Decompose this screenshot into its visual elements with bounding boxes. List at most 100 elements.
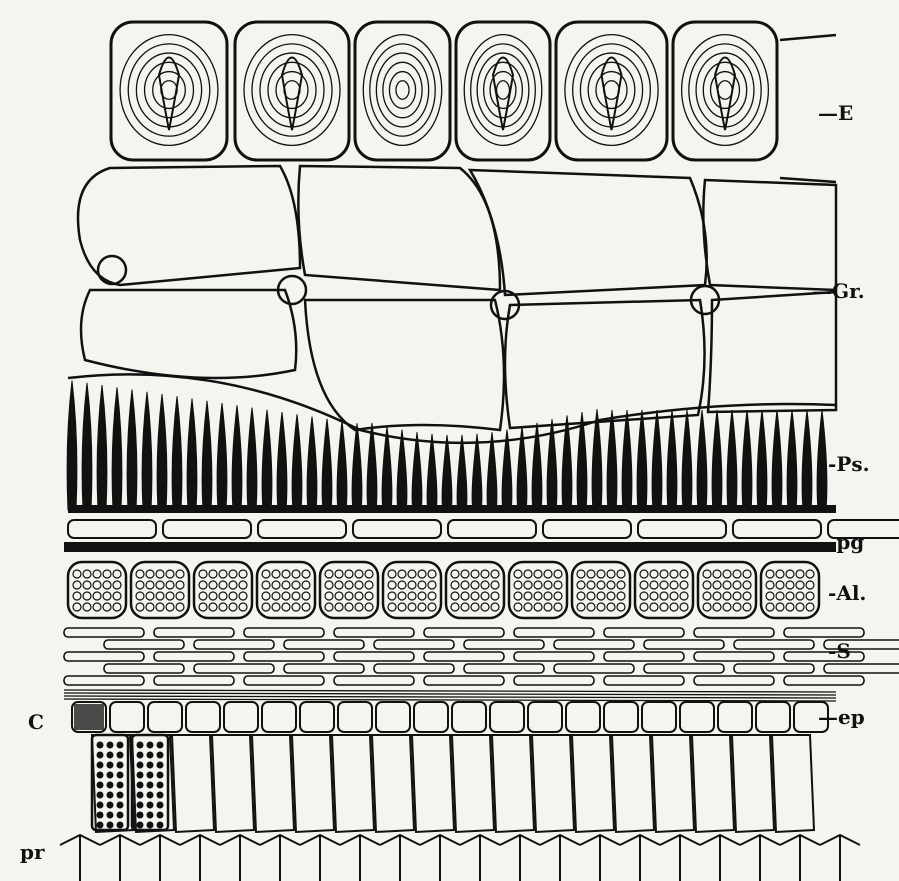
aleurone-grain [93,603,101,611]
pigment-cell [543,520,631,538]
aleurone-grain [514,570,522,578]
aleurone-grain [617,592,625,600]
palisade-cell [622,410,632,510]
label-Al: -Al. [828,581,866,605]
aleurone-grain [229,570,237,578]
compressed-cell [374,664,454,673]
pigment-cell [68,520,156,538]
cotyledon-grain [107,822,114,829]
aleurone-grain [461,603,469,611]
palisade-cell [247,408,257,510]
aleurone-grain [146,570,154,578]
aleurone-grain [398,592,406,600]
aleurone-grain [713,603,721,611]
aleurone-grain [239,603,247,611]
palisade-cell [667,410,677,510]
compressed-cell [824,664,899,673]
ground-tissue-layer [78,166,836,430]
cotyledon-grain [97,782,104,789]
aleurone-grain [408,581,416,589]
aleurone-grain [650,603,658,611]
parenchyma-cell [452,735,494,832]
parenchyma-lower-cell [780,835,820,881]
aleurone-grain [786,581,794,589]
aleurone-grain [766,581,774,589]
compressed-line [64,693,836,695]
aleurone-grain [325,592,333,600]
cotyledon-grain [117,792,124,799]
epidermis-cell-ring [696,53,754,127]
cotyledon-grain [157,772,164,779]
aleurone-grain [355,592,363,600]
aleurone-grain [640,581,648,589]
aleurone-grain [514,603,522,611]
aleurone-grain [640,570,648,578]
aleurone-grain [199,570,207,578]
aleurone-grain [83,581,91,589]
cotyledon-grain [137,742,144,749]
cotyledon-grain [157,792,164,799]
aleurone-grain [365,592,373,600]
palisade-cell [637,410,647,510]
compressed-cell [64,628,144,637]
epidermis-cell-ring [588,62,635,117]
aleurone-grain [670,581,678,589]
aleurone-grain [176,592,184,600]
aleurone-grain [733,570,741,578]
aleurone-grain [262,581,270,589]
palisade-cell [202,401,212,510]
palisade-cell [277,412,287,510]
aleurone-grain [577,603,585,611]
aleurone-grain [587,581,595,589]
cotyledon-grain [117,782,124,789]
parenchyma-cell [532,735,574,832]
aleurone-grain [103,603,111,611]
epidermis-cell-ring [260,53,324,127]
aleurone-grain [199,592,207,600]
epidermis-lumen [715,58,735,131]
aleurone-grain [491,603,499,611]
aleurone-grain [786,570,794,578]
cotyledon-grain [107,742,114,749]
aleurone-grain [302,570,310,578]
palisade-cell [307,417,317,510]
cotyledon-grain [137,752,144,759]
cotyledon-grain [137,762,144,769]
epidermis-cell-ring [383,62,422,117]
aleurone-grain [607,592,615,600]
parenchyma-cell [412,735,454,832]
aleurone-grain [93,581,101,589]
aleurone-grain [229,581,237,589]
aleurone-grain [491,581,499,589]
compressed-cell [784,676,864,685]
aleurone-grain [292,570,300,578]
parenchyma-cell [252,735,294,832]
palisade-cell [712,410,722,510]
cotyledon-dark-cell [74,704,104,730]
palisade-cell [442,435,452,510]
aleurone-grain [93,592,101,600]
aleurone-grain [660,603,668,611]
embryo-epidermis-cell [566,702,600,732]
aleurone-grain [103,581,111,589]
aleurone-grain [219,603,227,611]
aleurone-grain [471,592,479,600]
compressed-cell [424,676,504,685]
aleurone-grain [796,570,804,578]
cotyledon-grain [117,762,124,769]
parenchyma-lower-cell [380,835,420,881]
aleurone-grain [471,603,479,611]
aleurone-grain [534,581,542,589]
aleurone-grain [388,603,396,611]
cotyledon-grain [107,792,114,799]
compressed-cell [694,628,774,637]
aleurone-grain [83,603,91,611]
embryo-epidermis-layer [72,702,828,732]
aleurone-grain [355,581,363,589]
aleurone-grain [103,592,111,600]
aleurone-grain [345,592,353,600]
aleurone-grain [408,570,416,578]
aleurone-grain [554,603,562,611]
palisade-cell [82,383,92,510]
embryo-epidermis-cell [338,702,372,732]
